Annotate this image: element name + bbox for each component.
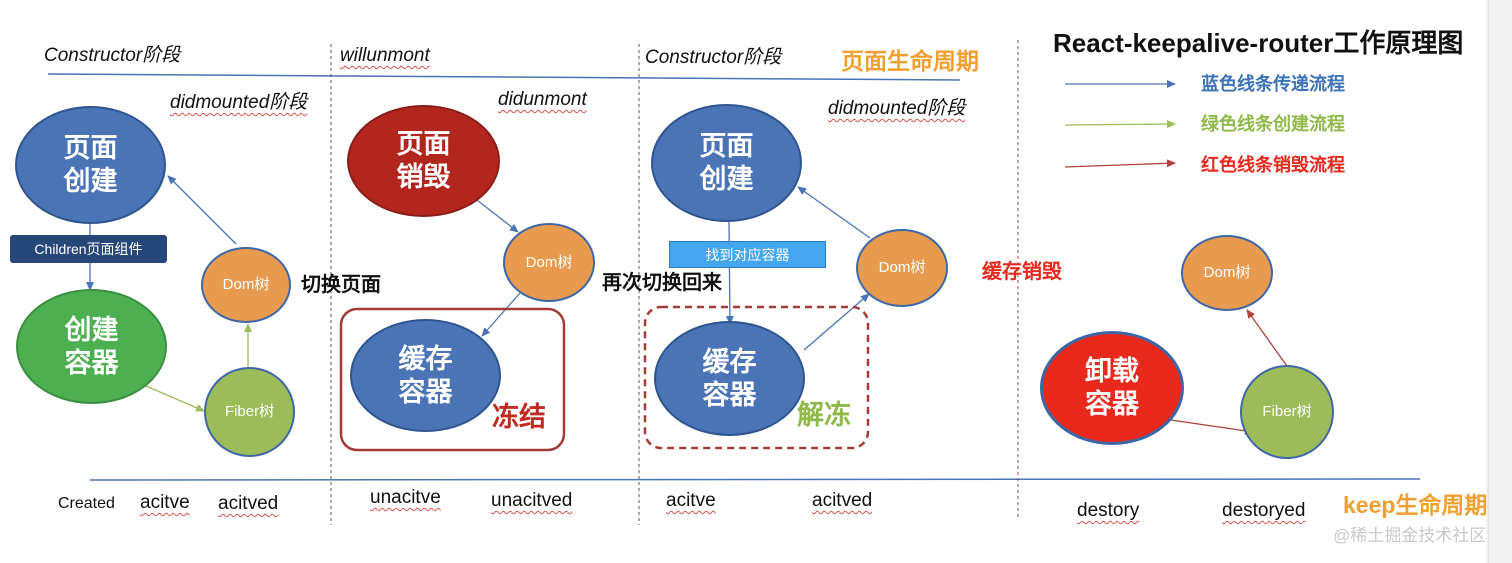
find-container-tag: 找到对应容器 [669,241,826,268]
legend-red-line [1064,159,1176,168]
dom-tree-node-4: Dom树 [1181,235,1273,311]
arrow-destroy-to-dom [476,199,519,233]
destroy-label: destory [1077,500,1140,521]
arrow-fiber-to-dom-2 [1246,309,1288,367]
page-destroy-node: 页面销毁 [347,105,500,217]
unfreeze-label: 解冻 [797,400,851,430]
legend-green-label: 绿色线条创建流程 [1201,114,1345,134]
children-component-tag: Children页面组件 [10,235,167,263]
switch-back-label: 再次切换回来 [602,272,722,294]
top-timeline [47,73,961,81]
freeze-box [339,307,566,452]
diagram-title: React-keepalive-router工作原理图 [1053,28,1464,58]
fiber-tree-node-1: Fiber树 [204,367,295,457]
arrow-container-to-fiber [145,385,205,412]
arrow-dom-to-page [167,175,237,245]
watermark: @稀土掘金技术社区 [1333,526,1487,545]
arrow-unload-to-fiber [1170,419,1254,435]
active-label-2: acitve [666,490,716,511]
legend-green-line [1064,120,1176,129]
page-create-node-2: 页面创建 [651,104,802,222]
arrow-page-to-cache [725,221,734,325]
actived-label-1: acitved [218,493,279,514]
keep-lifecycle-label: keep生命周期 [1343,492,1488,518]
legend-blue-label: 蓝色线条传递流程 [1201,74,1345,94]
cache-container-node-2: 缓存容器 [654,321,805,436]
willunmount-label: willunmont [340,45,430,66]
arrow-dom-to-cache [481,292,521,337]
unactive-label: unacitve [370,487,441,508]
right-border [1488,0,1512,563]
bottom-timeline [89,478,1421,481]
unactived-label: unacitved [491,490,573,511]
constructor-label-1: Constructor阶段 [44,45,181,66]
arrow-cache-to-dom [803,293,870,351]
cache-container-node-1: 缓存容器 [350,319,501,432]
constructor-label-2: Constructor阶段 [645,47,782,68]
destroyed-label: destoryed [1222,500,1306,521]
didmounted-label-1: didmounted阶段 [170,92,308,113]
page-create-node-1: 页面创建 [15,106,166,224]
unfreeze-box [643,305,870,450]
legend-red-label: 红色线条销毁流程 [1201,155,1345,175]
didunmount-label: didunmont [498,89,587,110]
dom-tree-node-3: Dom树 [856,229,948,307]
create-container-node: 创建容器 [16,289,167,404]
dom-tree-node-1: Dom树 [201,247,291,323]
active-label-1: acitve [140,492,190,513]
actived-label-2: acitved [812,490,873,511]
freeze-label: 冻结 [492,402,546,432]
cache-destroy-label: 缓存销毁 [982,261,1062,283]
created-label: Created [58,495,115,512]
page-lifecycle-label: 页面生命周期 [841,48,979,74]
fiber-tree-node-2: Fiber树 [1240,365,1334,459]
unload-container-node: 卸载容器 [1040,331,1184,445]
dom-tree-node-2: Dom树 [503,223,595,302]
arrow-dom-to-page-2 [797,186,871,239]
didmounted-label-2: didmounted阶段 [828,98,966,119]
switch-page-label: 切换页面 [301,274,381,296]
